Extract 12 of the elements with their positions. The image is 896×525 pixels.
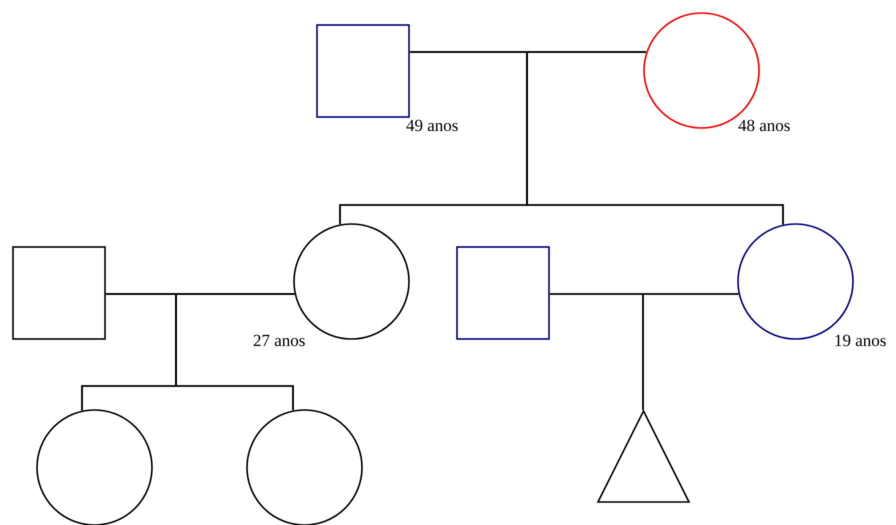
male-square [456, 246, 550, 340]
male-square [316, 24, 410, 118]
age-label: 27 anos [253, 331, 306, 351]
male-square [12, 246, 106, 340]
age-label: 48 anos [738, 116, 790, 136]
pregnancy-triangle [597, 410, 690, 503]
age-label: 19 anos [834, 331, 886, 351]
connector-line [526, 51, 784, 224]
female-circle [293, 223, 410, 340]
connector-line [175, 293, 294, 410]
age-label: 49 anos [406, 116, 458, 136]
connector-line [642, 293, 738, 410]
